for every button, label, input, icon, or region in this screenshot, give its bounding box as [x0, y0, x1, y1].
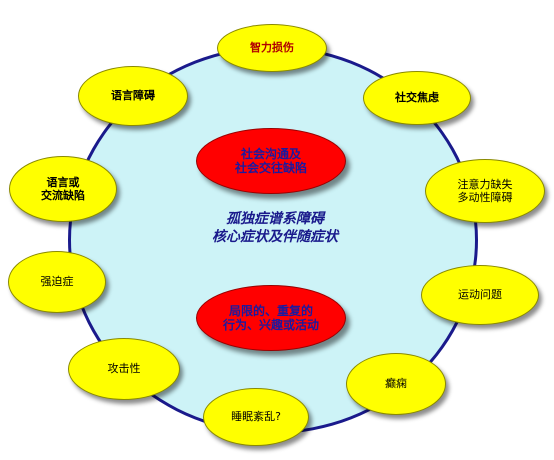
satellite-language-communication-deficit: 语言或 交流缺陷: [9, 156, 117, 222]
core-social-communication: 社会沟通及 社会交往缺陷: [196, 128, 346, 194]
satellite-adhd: 注意力缺失 多动性障碍: [425, 159, 545, 223]
satellite-ocd: 强迫症: [8, 251, 106, 313]
title-line-2: 核心症状及伴随症状: [212, 229, 338, 246]
satellite-social-anxiety: 社交焦虑: [363, 71, 471, 125]
satellite-epilepsy: 癫痫: [346, 353, 446, 415]
satellite-language-disorder: 语言障碍: [78, 66, 188, 126]
satellite-intellectual-disability: 智力损伤: [217, 24, 327, 72]
diagram-title: 孤独症谱系障碍 核心症状及伴随症状: [190, 210, 360, 246]
satellite-sleep-disturbance: 睡眠紊乱?: [203, 388, 309, 446]
satellite-motor-problems: 运动问题: [421, 265, 539, 325]
title-line-1: 孤独症谱系障碍: [226, 211, 324, 227]
core-restricted-behavior: 局限的、重复的 行为、兴趣或活动: [196, 285, 346, 351]
satellite-aggression: 攻击性: [68, 338, 180, 400]
